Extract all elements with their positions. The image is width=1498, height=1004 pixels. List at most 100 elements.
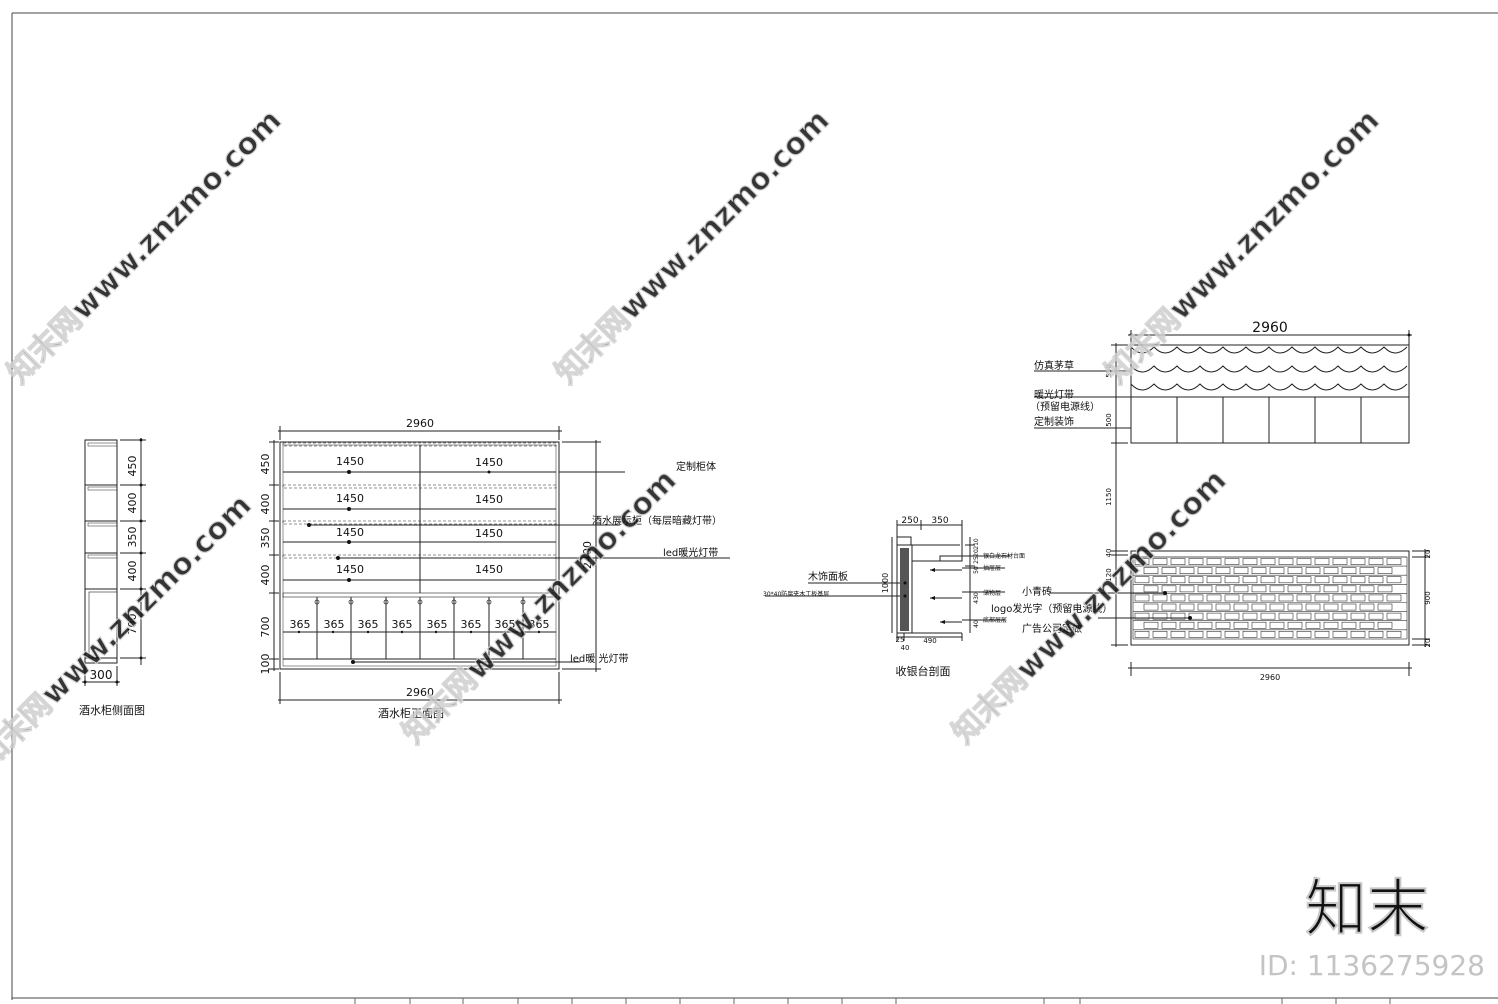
label-led-strip: led暖光灯带 bbox=[663, 546, 718, 559]
brick bbox=[1179, 621, 1195, 629]
brick bbox=[1323, 603, 1339, 611]
brick bbox=[1251, 621, 1267, 629]
side-dim-700: 700 bbox=[126, 614, 139, 635]
brick bbox=[1134, 594, 1150, 602]
brick bbox=[1287, 585, 1303, 593]
drawer-width-2: 365 bbox=[324, 618, 345, 631]
brick bbox=[1233, 567, 1249, 574]
brick bbox=[1359, 585, 1375, 593]
brick bbox=[1152, 612, 1168, 620]
brick bbox=[1215, 585, 1231, 593]
brick bbox=[1260, 558, 1276, 565]
brick bbox=[1323, 585, 1339, 593]
counter-panel bbox=[900, 548, 909, 631]
watermark-6: 知末网www.znzmo.com bbox=[946, 463, 1234, 751]
elevation-markers bbox=[1129, 333, 1411, 620]
label-ad-company: 广告公司定做 bbox=[1022, 622, 1082, 635]
front-dim-100: 100 bbox=[259, 654, 272, 675]
side-dim-markers bbox=[83, 438, 143, 684]
drawer-width-1: 365 bbox=[290, 618, 311, 631]
brick bbox=[1152, 630, 1168, 638]
elev-top-width: 2960 bbox=[1252, 320, 1288, 336]
brick bbox=[1134, 612, 1150, 620]
brick bbox=[1188, 576, 1204, 584]
shelf-width-2: 1450 bbox=[475, 456, 503, 469]
brick bbox=[1242, 558, 1258, 565]
drawer-width-3: 365 bbox=[358, 618, 379, 631]
brick bbox=[1278, 612, 1294, 620]
brick bbox=[1206, 612, 1222, 620]
brick bbox=[1359, 621, 1375, 629]
counter-dim-40: 40 bbox=[901, 644, 910, 652]
side-dim-450: 450 bbox=[126, 456, 139, 477]
brick bbox=[1224, 612, 1240, 620]
brick bbox=[1269, 603, 1285, 611]
label-warm-light-note: （预留电源线） bbox=[1030, 400, 1100, 413]
brick bbox=[1368, 576, 1384, 584]
brick bbox=[1224, 558, 1240, 565]
brick bbox=[1143, 585, 1159, 593]
elev-rdim-20a: 20 bbox=[1424, 550, 1432, 559]
brick bbox=[1188, 594, 1204, 602]
elev-rdim-20b: 20 bbox=[1424, 639, 1432, 648]
brick bbox=[1323, 621, 1339, 629]
brick bbox=[1296, 612, 1312, 620]
brick bbox=[1188, 630, 1204, 638]
brick bbox=[1188, 612, 1204, 620]
front-view bbox=[269, 426, 730, 704]
brick bbox=[1215, 567, 1231, 574]
front-top-width: 2960 bbox=[406, 417, 434, 430]
side-dim-300: 300 bbox=[90, 668, 113, 682]
brick bbox=[1242, 612, 1258, 620]
brick bbox=[1170, 558, 1186, 565]
brick bbox=[1278, 594, 1294, 602]
brick bbox=[1152, 576, 1168, 584]
brick bbox=[1161, 585, 1177, 593]
brick bbox=[1179, 585, 1195, 593]
brick bbox=[1341, 585, 1357, 593]
brick bbox=[1386, 558, 1402, 565]
shelf-width-4: 1450 bbox=[475, 493, 503, 506]
elev-dim-550: 550 bbox=[1105, 364, 1113, 377]
brick bbox=[1359, 603, 1375, 611]
brick bbox=[1197, 621, 1213, 629]
counter-rdim-25: 25 bbox=[973, 556, 980, 564]
label-display-cabinet: 酒水展示柜（每层暗藏灯带） bbox=[592, 514, 722, 527]
brick bbox=[1386, 576, 1402, 584]
brick bbox=[1224, 594, 1240, 602]
counter-dim-350: 350 bbox=[931, 516, 948, 526]
brick bbox=[1224, 630, 1240, 638]
brick bbox=[1152, 594, 1168, 602]
brick bbox=[1323, 567, 1339, 574]
elev-dim-120: 120 bbox=[1105, 568, 1113, 581]
brick bbox=[1233, 603, 1249, 611]
brick bbox=[1161, 621, 1177, 629]
brick-wall bbox=[1130, 550, 1410, 646]
counter-markers bbox=[903, 568, 945, 624]
brick bbox=[1350, 630, 1366, 638]
brick bbox=[1269, 585, 1285, 593]
brick bbox=[1377, 603, 1393, 611]
brick bbox=[1215, 603, 1231, 611]
brick bbox=[1305, 567, 1321, 574]
front-dim-350: 350 bbox=[259, 528, 272, 549]
brick bbox=[1170, 612, 1186, 620]
brick bbox=[1287, 603, 1303, 611]
drawer-width-6: 365 bbox=[461, 618, 482, 631]
shelf-width-5: 1450 bbox=[336, 526, 364, 539]
brick bbox=[1161, 603, 1177, 611]
side-dim-400b: 400 bbox=[126, 561, 139, 582]
brick bbox=[1197, 567, 1213, 574]
brick bbox=[1368, 630, 1384, 638]
brick bbox=[1305, 585, 1321, 593]
brick bbox=[1386, 630, 1402, 638]
brick bbox=[1350, 576, 1366, 584]
brick bbox=[1161, 567, 1177, 574]
thatch-row-1 bbox=[1130, 346, 1408, 354]
counter-dim-250: 250 bbox=[901, 516, 918, 526]
side-view-caption: 酒水柜侧面图 bbox=[79, 704, 145, 717]
brick bbox=[1269, 567, 1285, 574]
brick bbox=[1368, 594, 1384, 602]
watermark-3: 知末网www.znzmo.com bbox=[1099, 103, 1387, 391]
brick bbox=[1242, 594, 1258, 602]
